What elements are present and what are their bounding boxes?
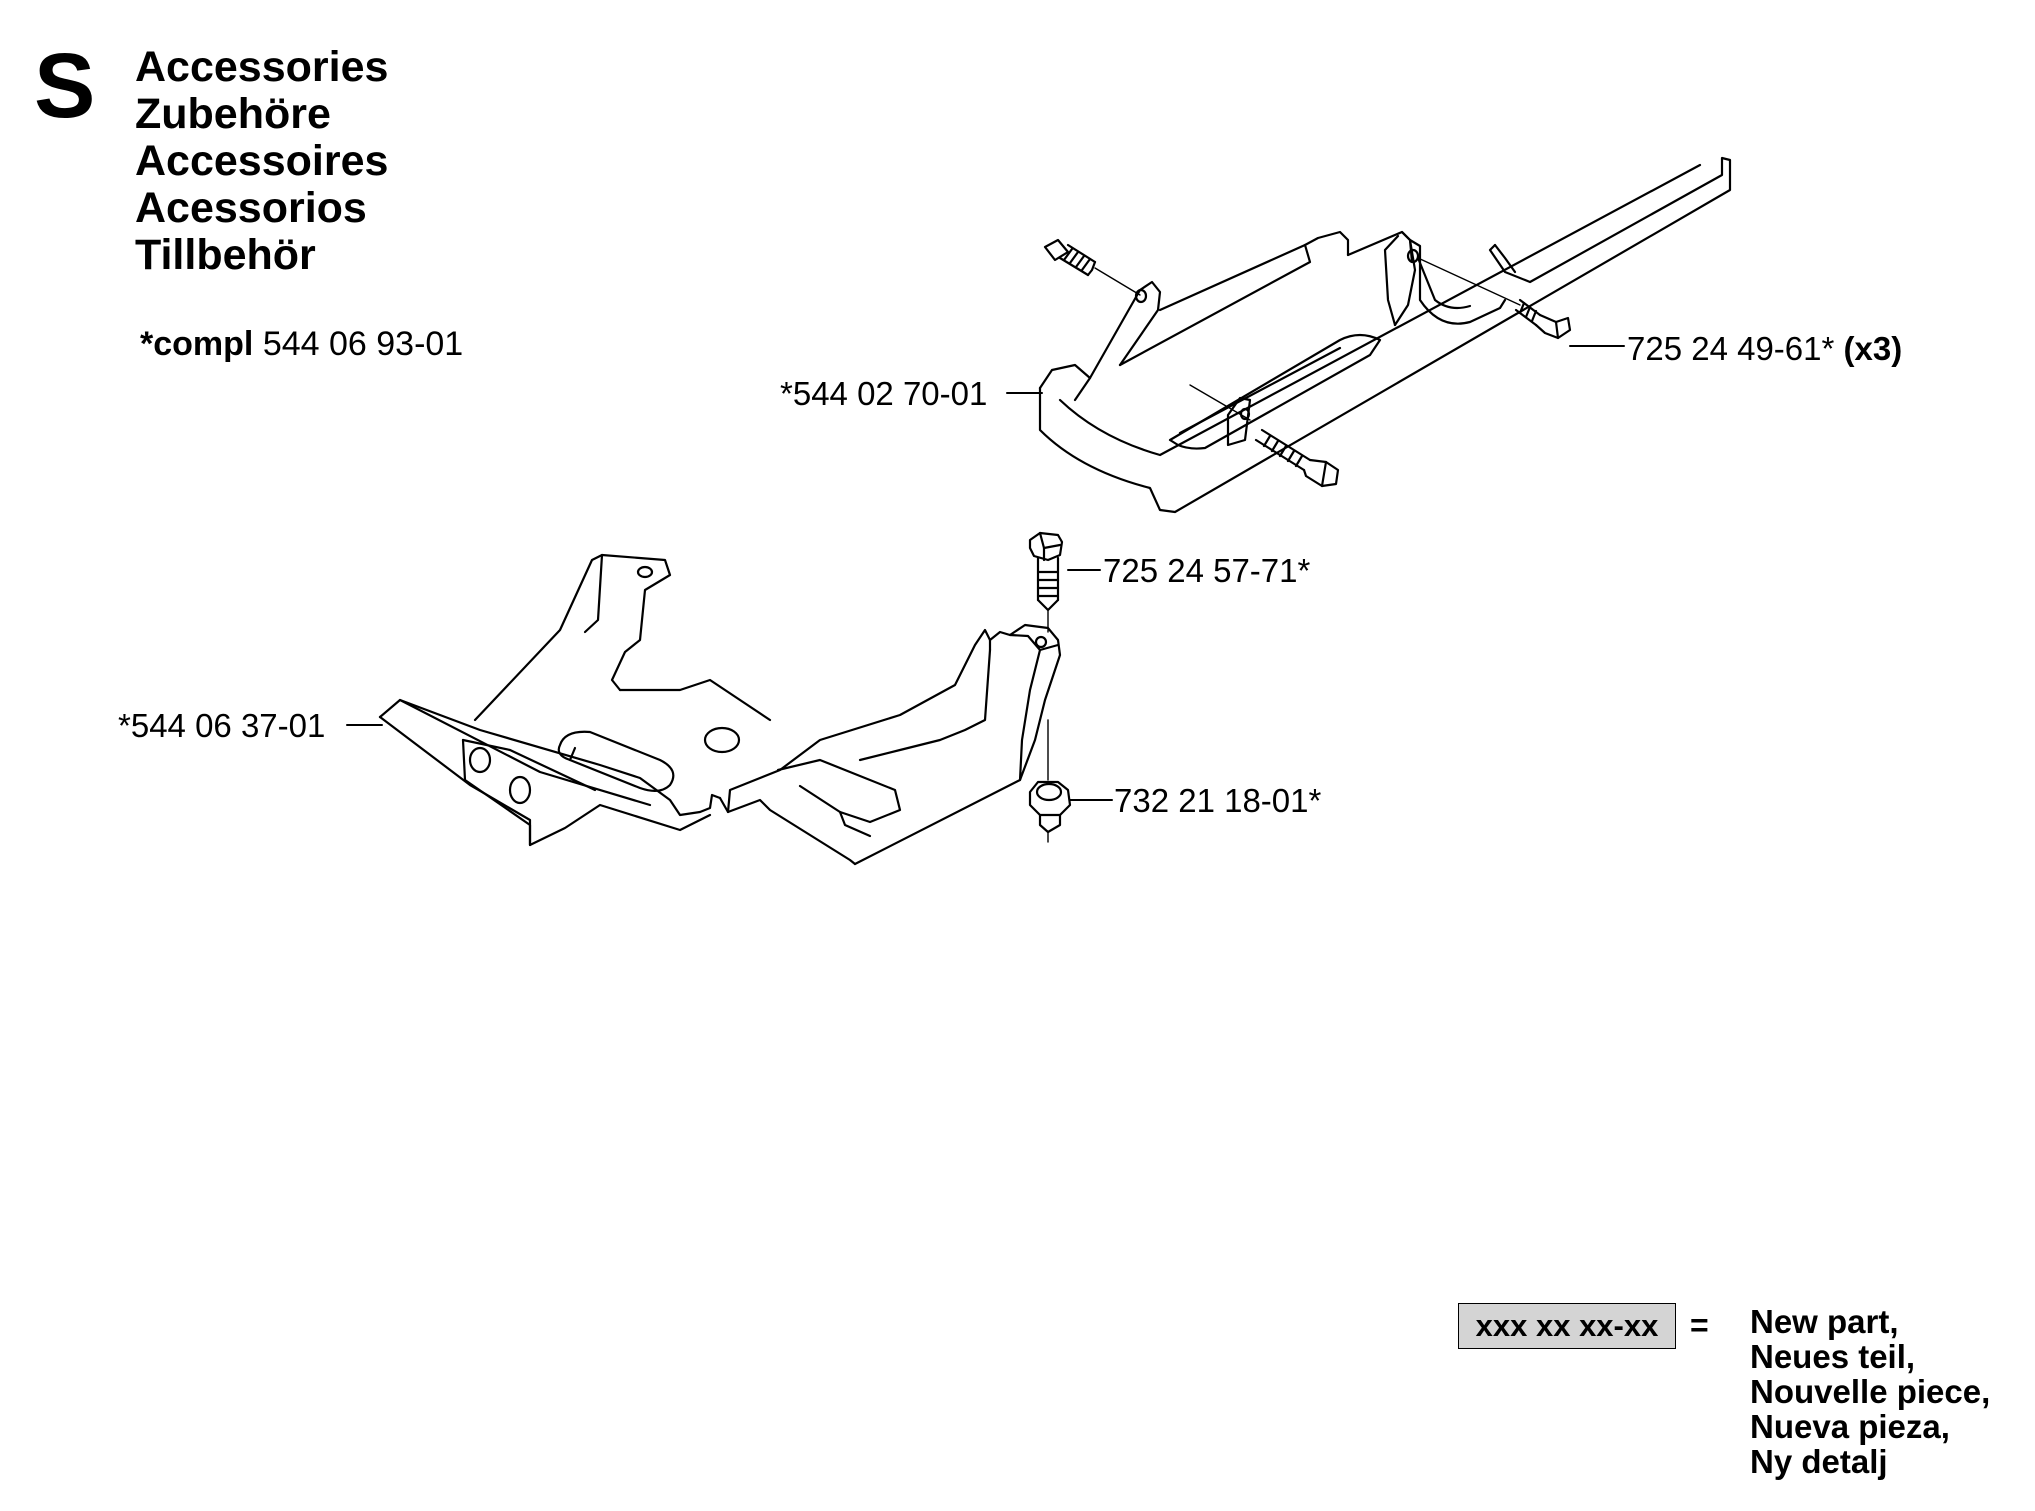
title-de: Zubehöre <box>135 90 331 138</box>
label-nut: 732 21 18-01* <box>1114 782 1322 819</box>
label-upper-bracket: *544 02 70-01 <box>780 375 988 412</box>
title-es: Acessorios <box>135 184 367 232</box>
compl-prefix: *compl <box>140 325 254 363</box>
screw-upper-right-drawing <box>1417 257 1625 347</box>
screw-x3-quantity: (x3) <box>1843 330 1903 367</box>
legend-equals: = <box>1690 1307 1709 1343</box>
label-screw-x3: 725 24 49-61* (x3) <box>1627 332 1902 365</box>
label-lower-bracket: *544 06 37-01 <box>118 707 326 744</box>
title-en: Accessories <box>135 43 389 91</box>
compl-number: 544 06 93-01 <box>262 325 464 363</box>
title-fr: Accessoires <box>135 137 389 185</box>
lower-bracket-drawing <box>378 553 1062 866</box>
upper-bracket-drawing <box>1038 156 1732 514</box>
new-part-code-box: xxx xx xx-xx <box>1458 1303 1676 1349</box>
legend-line-fr: Nouvelle piece, <box>1750 1373 1991 1410</box>
section-titles: Accessories Zubehöre Accessoires Acessor… <box>135 44 388 279</box>
title-sv: Tillbehör <box>135 231 316 279</box>
legend-line-en: New part, <box>1750 1303 1899 1340</box>
section-letter: S <box>34 35 96 137</box>
bolt-drawing <box>1028 531 1101 633</box>
screw-upper-left-drawing <box>1043 238 1141 296</box>
legend-line-sv: Ny detalj <box>1750 1443 1888 1480</box>
nut-drawing <box>1028 719 1113 843</box>
legend-line-es: Nueva pieza, <box>1750 1408 1950 1445</box>
screw-upper-middle-drawing <box>1254 428 1340 488</box>
complete-kit-number: *compl 544 06 93-01 <box>140 325 463 364</box>
screw-x3-number: 725 24 49-61* <box>1627 330 1835 367</box>
legend-line-de: Neues teil, <box>1750 1338 1916 1375</box>
label-bolt: 725 24 57-71* <box>1103 552 1311 589</box>
new-part-legend: New part, Neues teil, Nouvelle piece, Nu… <box>1750 1304 1990 1479</box>
